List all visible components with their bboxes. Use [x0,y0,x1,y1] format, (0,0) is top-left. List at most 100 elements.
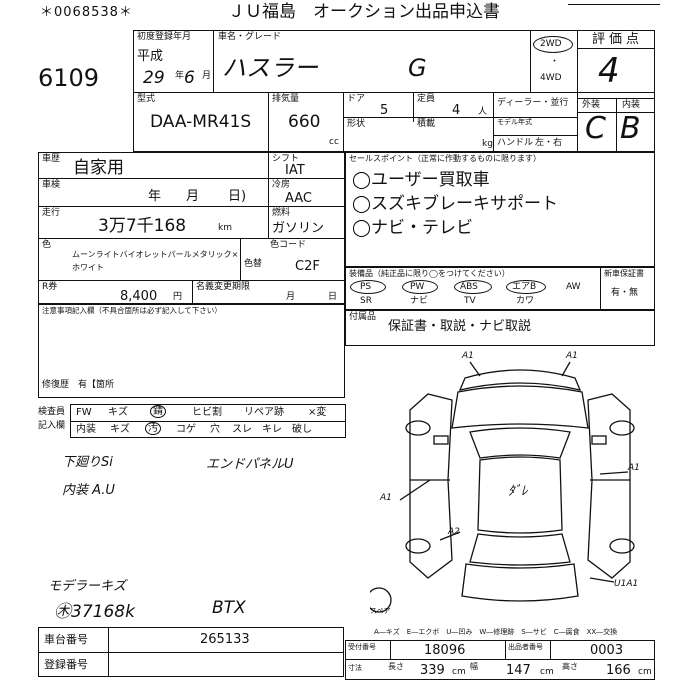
equipment-label: 装備品（純正品に限り◯をつけてください） [349,269,510,278]
insp-sabi-circled: 錆 [150,405,166,418]
model-type-label: 型式 [137,94,156,104]
two-wd: 2WD [540,39,562,49]
hood [451,385,589,429]
insp-sabi: 錆 [150,405,166,418]
rating-value: 4 [598,51,620,91]
eq-pw: PW [410,282,425,292]
insp-sure: スレ [232,424,252,435]
eq-tv: TV [464,296,476,306]
accessories-value: 保証書・取説・ナビ取説 [388,319,532,334]
interior-label: 内装 [622,100,641,110]
name-grade-label: 車名・グレード [218,32,282,42]
note-mileage: ㊍37168k [54,602,135,622]
length-unit: cm [452,667,466,677]
shift-value: IAT [285,163,305,178]
chassis-value: 265133 [200,632,250,647]
eq-abs: ABS [460,282,478,292]
capacity-label: 定員 [417,94,436,104]
color-label: 色 [42,240,52,250]
note-molding: モデラーキズ [48,579,127,594]
drive-dot: ・ [550,57,560,67]
height-unit: cm [638,667,652,677]
divider [493,135,577,136]
dealer-label: ディーラー・並行 [497,98,569,108]
eq-navi: ナビ [410,296,429,306]
first-reg-year: 29 [143,68,165,88]
rear-glass [469,533,571,566]
divider [343,92,344,152]
two-wd-circle [533,36,573,53]
ac-label: 冷房 [272,180,291,190]
handle-value: 左・右 [535,138,563,148]
warranty-value: 有・無 [611,288,639,298]
size-label: 寸法 [348,664,362,672]
exterior-label: 外装 [582,100,601,110]
color-code-value: C2F [295,259,320,274]
vehicle-info-box [133,30,655,152]
insp-kizu: キズ [108,407,128,418]
notes-box [38,304,345,398]
shift-label: シフト [272,154,300,164]
height-label: 高さ [562,662,578,671]
reception-value: 18096 [424,643,466,658]
inspection-year-unit: 年 [148,189,162,204]
pointer-right-side [599,471,629,475]
divider [108,627,109,677]
pointer-front-left [469,361,481,377]
mileage-label: 走行 [42,208,61,218]
model-year-label: モデル年式 [497,118,532,126]
first-reg-month-unit: 月 [202,71,212,81]
inspector-row2-label: 記入欄 [38,421,66,431]
sales-points-box [345,152,655,267]
pointer-a2 [439,531,461,541]
displacement-value: 660 [288,112,321,132]
pointer-rear [589,577,615,583]
divider [505,640,506,659]
divider [38,206,345,207]
header-rule [568,4,660,5]
meigi-month: 月 [286,292,296,302]
mark-u1a1: U1A1 [614,579,639,589]
repair-label: 修復歴 [42,380,70,390]
left-mirror [433,435,449,445]
divider [616,98,617,152]
recycle-unit: 円 [173,292,183,302]
eq-abs-circle [454,280,492,294]
body-shape-label: 形状 [347,119,366,129]
divider [38,178,345,179]
repair-value: 有【箇所 [78,380,115,390]
divider [390,640,391,659]
mileage-value: 3万7千168 [98,216,187,236]
divider [192,280,193,304]
eq-ps: PS [360,282,372,292]
capacity-unit: 人 [478,107,488,117]
wheel-rear-left [405,538,431,554]
wheel-rear-right [609,538,635,554]
note-end-panel: エンドパネルU [206,457,294,472]
color-code-label: 色コード [270,240,307,250]
divider [550,640,551,659]
divider [38,238,345,239]
warranty-label: 新車保証書 [604,269,644,278]
first-reg-label: 初度登録年月 [137,32,192,42]
inspection-month-unit: 月 [186,189,200,204]
car-diagram [370,361,635,613]
width-unit: cm [540,667,554,677]
insp-hibiware: ヒビ割 [192,407,222,418]
history-box [38,152,345,304]
first-reg-era: 平成 [137,49,164,64]
sales-point-3: ◯ナビ・テレビ [352,218,474,238]
spare-tire [370,587,392,613]
pointer-left-side [399,479,431,501]
mark-center: ﾀﾞﾚ [508,484,528,499]
note-interior: 内装 A.U [62,483,115,498]
doors-value: 5 [380,103,389,118]
recycle-label: R券 [42,282,58,292]
insp-int-kizu: キズ [110,424,130,435]
insp-interior: 内装 [76,424,96,435]
sales-point-2: ◯スズキブレーキサポート [352,194,559,214]
roof [477,456,563,534]
model-name: ハスラー [222,54,318,82]
handle-label: ハンドル [497,138,534,148]
